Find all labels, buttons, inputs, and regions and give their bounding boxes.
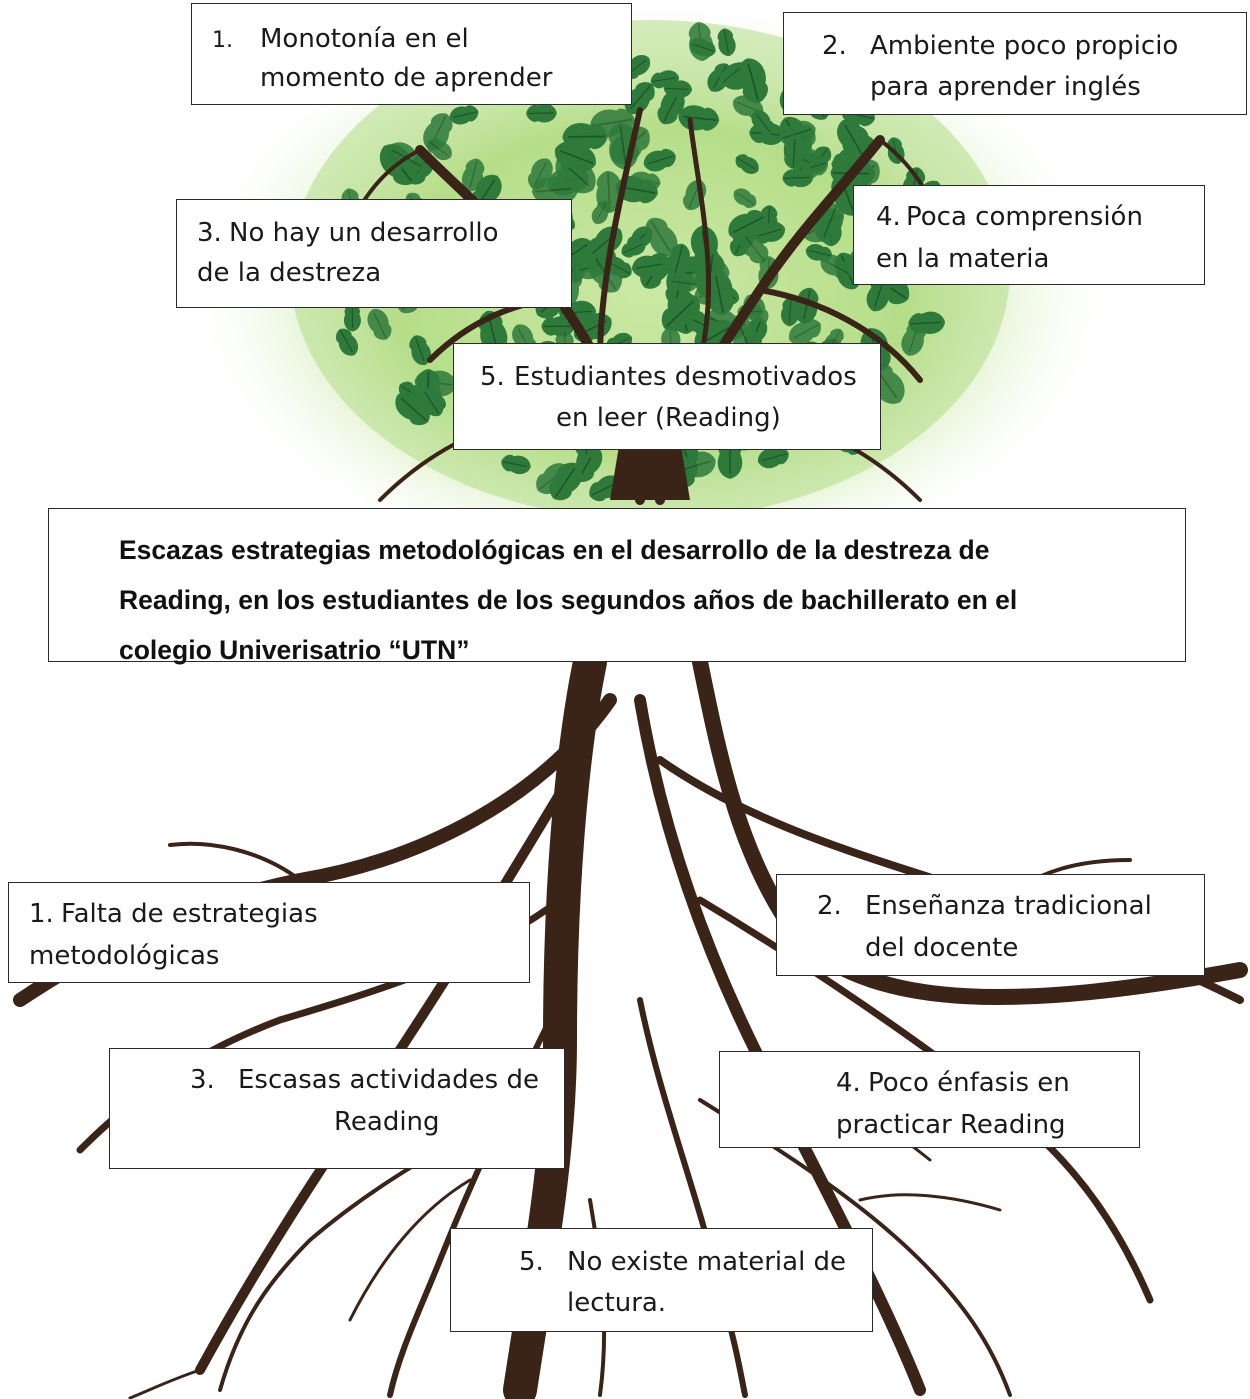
effect-3-line-1: No hay un desarrollo	[229, 218, 499, 248]
cause-5-number: 5.	[519, 1247, 544, 1277]
cause-1-line-2: metodológicas	[29, 941, 220, 971]
effect-5-number: 5.	[480, 362, 505, 392]
cause-5-line-2: lectura.	[567, 1288, 667, 1318]
cause-1-line-1: Falta de estrategias	[61, 899, 318, 929]
central-problem-line-3: colegio Univerisatrio “UTN”	[119, 635, 470, 665]
effect-box-4: 4. Poca comprensión en la materia	[853, 185, 1205, 285]
cause-1-number: 1.	[29, 899, 54, 929]
cause-box-3: 3. Escasas actividades de Reading	[109, 1048, 565, 1169]
cause-2-line-2: del docente	[865, 933, 1019, 963]
leaf-shape	[525, 103, 558, 124]
cause-box-2: 2. Enseñanza tradicional del docente	[776, 874, 1205, 976]
cause-4-number: 4.	[836, 1068, 861, 1098]
effect-box-5: 5. Estudiantes desmotivados en leer (Rea…	[453, 343, 881, 450]
cause-4-line-2: practicar Reading	[836, 1110, 1066, 1140]
effect-box-1: 1. Monotonía en el momento de aprender	[191, 3, 632, 105]
cause-box-5: 5. No existe material de lectura.	[450, 1228, 873, 1332]
effect-1-line-1: Monotonía en el	[260, 24, 469, 54]
effect-1-number: 1.	[212, 28, 233, 53]
effect-1-line-2: momento de aprender	[260, 63, 553, 93]
effect-3-line-2: de la destreza	[197, 258, 382, 288]
effect-box-3: 3. No hay un desarrollo de la destreza	[176, 199, 572, 308]
cause-3-number: 3.	[190, 1065, 215, 1095]
central-problem-text: Escazas estrategias metodológicas en el …	[119, 525, 1179, 675]
effect-5-line-1: Estudiantes desmotivados	[514, 362, 857, 392]
effect-2-line-2: para aprender inglés	[870, 72, 1141, 102]
effect-2-line-1: Ambiente poco propicio	[870, 31, 1179, 61]
cause-3-line-2: Reading	[334, 1107, 440, 1137]
effect-2-number: 2.	[822, 31, 847, 61]
central-problem-line-1: Escazas estrategias metodológicas en el …	[119, 535, 990, 565]
effect-4-number: 4.	[876, 202, 901, 232]
cause-3-line-1: Escasas actividades de	[238, 1065, 539, 1095]
cause-box-4: 4. Poco énfasis en practicar Reading	[719, 1051, 1140, 1148]
effect-4-line-1: Poca comprensión	[906, 202, 1143, 232]
effect-box-2: 2. Ambiente poco propicio para aprender …	[783, 12, 1247, 115]
cause-4-line-1: Poco énfasis en	[868, 1068, 1070, 1098]
cause-box-1: 1. Falta de estrategias metodológicas	[8, 882, 530, 983]
cause-5-line-1: No existe material de	[567, 1247, 847, 1277]
effect-3-number: 3.	[197, 218, 222, 248]
central-problem-line-2: Reading, en los estudiantes de los segun…	[119, 585, 1018, 615]
effect-4-line-2: en la materia	[876, 244, 1050, 274]
central-problem-box: Escazas estrategias metodológicas en el …	[48, 508, 1186, 665]
cause-2-number: 2.	[817, 891, 842, 921]
cause-2-line-1: Enseñanza tradicional	[865, 891, 1152, 921]
effect-5-line-2: en leer (Reading)	[556, 403, 781, 433]
